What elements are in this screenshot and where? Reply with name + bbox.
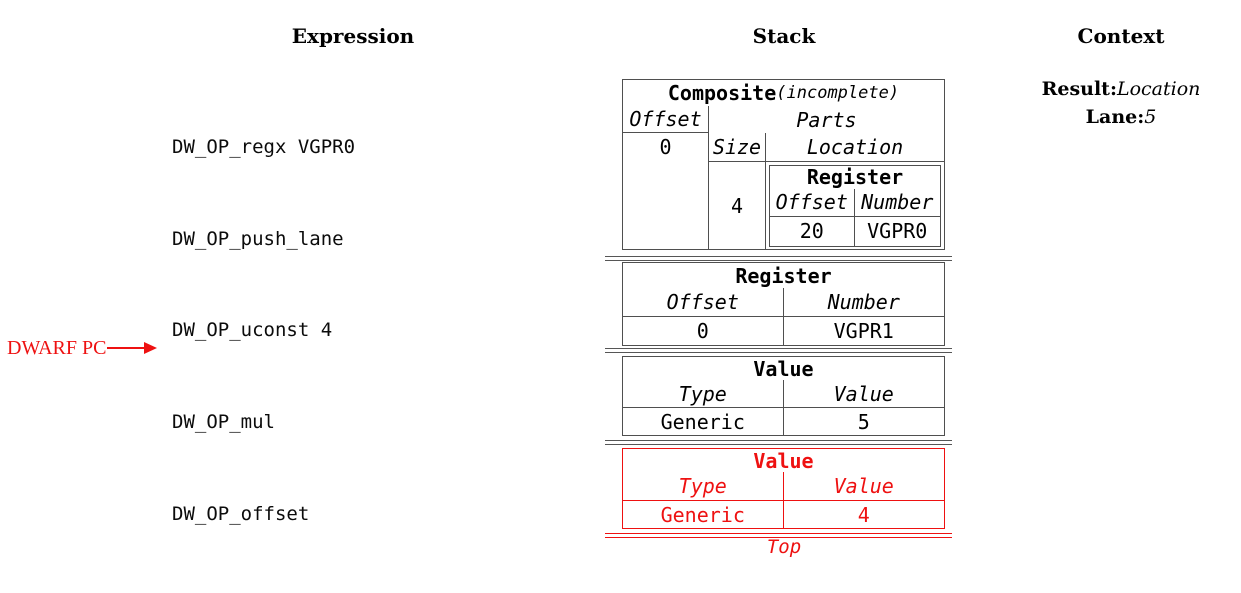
part-register-offset-value: 20	[770, 216, 855, 246]
register-number-label: Number	[783, 288, 944, 317]
result-value: Location	[1116, 78, 1201, 100]
context-column-header: Context	[1077, 24, 1165, 48]
composite-size-label: Size	[709, 133, 766, 162]
value4-value-value: 4	[857, 502, 870, 527]
dwarf-pc-label: DWARF PC	[7, 336, 107, 359]
composite-location-label: Location	[766, 133, 944, 162]
part-register-number-label: Number	[854, 189, 940, 217]
lane-value: 5	[1144, 106, 1157, 128]
value4-value-label: Value	[783, 472, 944, 501]
result-label: Result:	[1041, 78, 1117, 100]
part-register-title: Register	[806, 165, 904, 189]
register-number-value: VGPR1	[833, 319, 894, 343]
stack-entry-value-4-top: Value Type Value Generic 4	[622, 448, 945, 529]
stack-entry-register: Register Offset Number 0 VGPR1	[622, 262, 945, 346]
value5-value-value: 5	[857, 409, 870, 434]
lane-label: Lane:	[1085, 106, 1145, 128]
value4-type-label: Type	[623, 472, 784, 501]
composite-part-location-cell: Register Offset Number 20 VGPR0	[766, 162, 944, 249]
composite-parts-label: Parts	[796, 107, 857, 132]
value5-type-label: Type	[623, 380, 784, 408]
stack-entry-composite: Composite(incomplete) Offset Parts 0 Siz…	[622, 79, 945, 250]
composite-title: Composite(incomplete)	[623, 80, 944, 106]
expression-op: DW_OP_push_lane	[172, 227, 344, 250]
composite-title-text: Composite	[667, 81, 777, 105]
stack-entry-value-5: Value Type Value Generic 5	[622, 356, 945, 436]
stack-entry-separator	[605, 348, 952, 353]
context-result-line: Result:Location	[1001, 78, 1241, 100]
value5-type-value: Generic	[623, 408, 784, 435]
value4-title: Value	[753, 449, 814, 472]
composite-offset-value: 0	[623, 133, 709, 249]
value4-type-value: Generic	[623, 501, 784, 528]
stack-column-header: Stack	[752, 24, 816, 48]
composite-qualifier: (incomplete)	[776, 83, 900, 103]
arrow-head-icon	[144, 342, 158, 354]
expression-column-header: Expression	[291, 24, 415, 48]
stack-top-separator	[605, 533, 952, 538]
register-title: Register	[735, 263, 832, 288]
arrow-shaft	[107, 346, 145, 350]
value5-value-label: Value	[783, 380, 944, 408]
expression-op-list: DW_OP_regx VGPR0 DW_OP_push_lane DW_OP_u…	[172, 71, 355, 593]
context-lane-line: Lane:5	[1001, 106, 1241, 128]
expression-op: DW_OP_uconst 4	[172, 319, 333, 342]
composite-size-value: 4	[709, 162, 766, 249]
expression-op: DW_OP_mul	[172, 411, 275, 434]
stack-top-label: Top	[766, 536, 802, 558]
part-register-number-value: VGPR0	[867, 219, 928, 243]
stack-entry-separator	[605, 440, 952, 445]
value5-title: Value	[753, 357, 814, 380]
composite-part-register-table: Register Offset Number 20 VGPR0	[769, 164, 941, 247]
composite-offset-label: Offset	[623, 106, 709, 133]
expression-op: DW_OP_offset	[172, 502, 310, 525]
part-register-offset-label: Offset	[770, 188, 855, 217]
register-offset-value: 0	[623, 317, 784, 345]
register-offset-label: Offset	[623, 288, 784, 317]
stack-entry-separator	[605, 256, 952, 261]
dwarf-pc-pointer: DWARF PC	[7, 335, 158, 361]
expression-op: DW_OP_regx VGPR0	[172, 136, 356, 159]
